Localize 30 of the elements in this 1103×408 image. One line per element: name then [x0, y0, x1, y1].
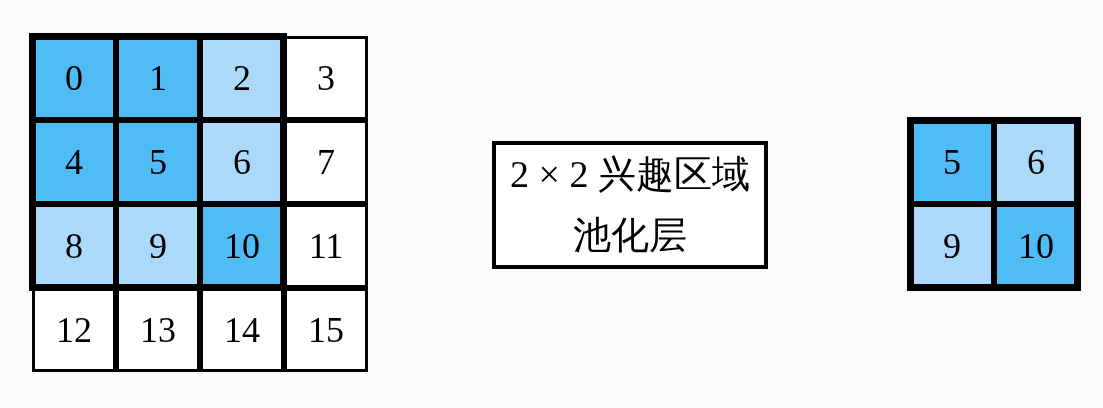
- cell-number: 5: [943, 141, 961, 183]
- grid-cell: [284, 36, 368, 120]
- cell-number: 8: [65, 225, 83, 267]
- grid-cell: [116, 288, 200, 372]
- cell-number: 14: [224, 309, 260, 351]
- cell-number: 10: [224, 225, 260, 267]
- box-label: 2 × 2 兴趣区域池化层: [510, 152, 750, 258]
- grid-cell: [200, 288, 284, 372]
- cell-number: 10: [1018, 225, 1054, 267]
- cell-number: 9: [943, 225, 961, 267]
- cell-number: 6: [233, 141, 251, 183]
- grid-cell: [284, 204, 368, 288]
- cell-number: 13: [140, 309, 176, 351]
- cell-number: 1: [149, 57, 167, 99]
- cell-number: 3: [317, 57, 335, 99]
- grid-cell: [284, 288, 368, 372]
- cell-number: 5: [149, 141, 167, 183]
- cell-number: 4: [65, 141, 83, 183]
- cell-number: 6: [1027, 141, 1045, 183]
- cell-number: 15: [308, 309, 344, 351]
- cell-number: 2: [233, 57, 251, 99]
- grid-cell: [32, 288, 116, 372]
- cell-number: 9: [149, 225, 167, 267]
- grid-cell: [116, 120, 200, 204]
- cell-number: 0: [65, 57, 83, 99]
- process-box: [492, 141, 768, 269]
- cell-number: 11: [308, 225, 344, 267]
- grid-cell: [284, 120, 368, 204]
- cell-number: 7: [317, 141, 335, 183]
- cell-number: 12: [56, 309, 92, 351]
